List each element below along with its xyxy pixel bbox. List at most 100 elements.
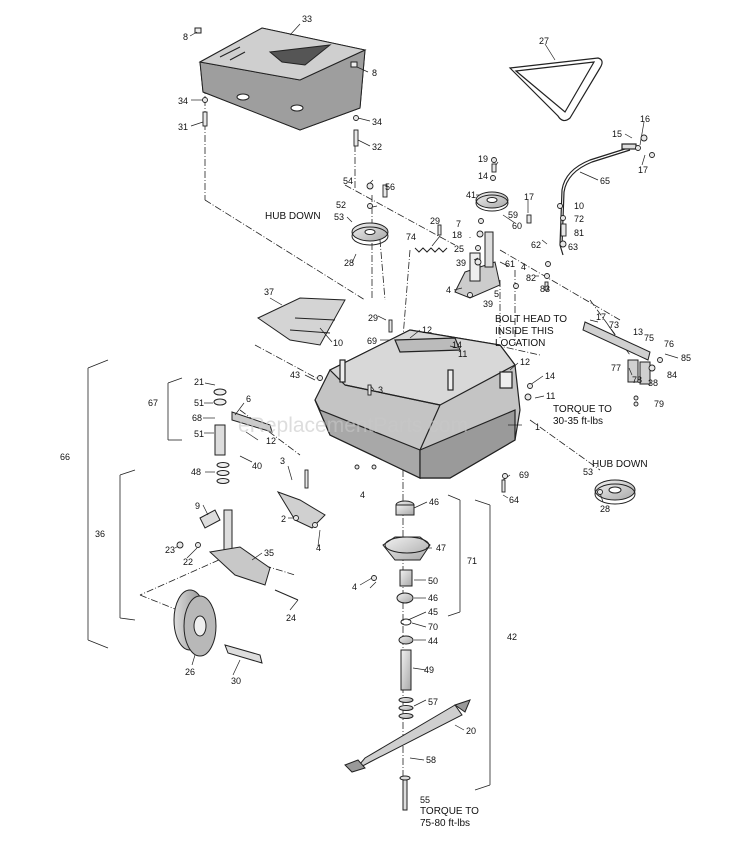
part-label: 54 xyxy=(343,176,353,186)
part-label: 70 xyxy=(428,622,438,632)
linkage-rod xyxy=(559,143,637,256)
part-label: 61 xyxy=(505,259,515,269)
part-label: 45 xyxy=(428,607,438,617)
part-label: 4 xyxy=(352,582,357,592)
part-label: 50 xyxy=(428,576,438,586)
part-label: 16 xyxy=(640,114,650,124)
part-label: 55 xyxy=(420,795,430,805)
part-label: 39 xyxy=(483,299,493,309)
hood-cover xyxy=(194,27,367,131)
part-label: 59 xyxy=(508,210,518,220)
part-label: 3 xyxy=(378,385,383,395)
mower-deck xyxy=(314,329,521,479)
part-label: 6 xyxy=(246,394,251,404)
part-label: 60 xyxy=(512,221,522,231)
part-label: 11 xyxy=(458,349,467,359)
part-label: 36 xyxy=(95,529,105,539)
part-label: 46 xyxy=(429,497,439,507)
part-label: 63 xyxy=(568,242,578,252)
part-label: 4 xyxy=(360,490,365,500)
belt-guard xyxy=(257,297,346,346)
part-label: 8 xyxy=(372,68,377,78)
part-label: 57 xyxy=(428,697,438,707)
part-label: 29 xyxy=(368,313,378,323)
torque-note-30-line1: TORQUE TO xyxy=(553,404,612,415)
part-label: 12 xyxy=(422,325,432,335)
part-label: 68 xyxy=(192,413,202,423)
part-label: 72 xyxy=(574,214,584,224)
blade-bolt xyxy=(399,775,411,811)
part-label: 51 xyxy=(194,429,204,439)
part-label: 4 xyxy=(316,543,321,553)
pulley-41 xyxy=(475,191,509,212)
part-label: 10 xyxy=(333,338,343,348)
part-label: 13 xyxy=(633,327,643,337)
part-label: 52 xyxy=(336,200,346,210)
pulley-53-top xyxy=(351,222,389,246)
part-label: 1 xyxy=(535,422,540,432)
bolt-head-note-line2: INSIDE THIS xyxy=(495,326,554,337)
part-label: 47 xyxy=(436,543,446,553)
part-label: 12 xyxy=(266,436,276,446)
part-label: 11 xyxy=(546,391,555,401)
part-label: 12 xyxy=(520,357,530,367)
part-label: 21 xyxy=(194,377,204,387)
side-bracket xyxy=(276,491,326,529)
part-label: 69 xyxy=(367,336,377,346)
part-label: 48 xyxy=(191,467,201,477)
part-label: 23 xyxy=(165,545,175,555)
part-label: 14 xyxy=(545,371,555,381)
watermark-text: eReplacementParts.com xyxy=(238,414,468,437)
cutting-blade xyxy=(344,699,471,773)
part-label: 74 xyxy=(406,232,416,242)
torque-note-75-line1: TORQUE TO xyxy=(420,806,479,817)
part-label: 2 xyxy=(281,514,286,524)
part-label: 17 xyxy=(524,192,534,202)
bolt-head-note-line3: LOCATION xyxy=(495,338,545,349)
part-label: 85 xyxy=(681,353,691,363)
hub-down-note-right: HUB DOWN xyxy=(592,459,648,470)
part-label: 76 xyxy=(664,339,674,349)
part-label: 20 xyxy=(466,726,476,736)
part-label: 51 xyxy=(194,398,204,408)
part-label: 27 xyxy=(539,36,549,46)
part-label: 53 xyxy=(583,467,593,477)
part-label: 8 xyxy=(183,32,188,42)
part-label: 82 xyxy=(526,273,536,283)
part-label: 67 xyxy=(148,398,158,408)
part-label: 56 xyxy=(385,182,395,192)
lift-bracket xyxy=(582,321,651,385)
part-label: 10 xyxy=(574,201,584,211)
part-label: 39 xyxy=(456,258,466,268)
spring-74 xyxy=(414,247,448,253)
part-label: 35 xyxy=(264,548,274,558)
part-label: 3 xyxy=(280,456,285,466)
part-label: 64 xyxy=(509,495,519,505)
part-label: 29 xyxy=(430,216,440,226)
part-label: 58 xyxy=(426,755,436,765)
hardware xyxy=(176,97,663,581)
part-label: 42 xyxy=(507,632,517,642)
part-label: 4 xyxy=(446,285,451,295)
part-label: 69 xyxy=(519,470,529,480)
part-label: 66 xyxy=(60,452,70,462)
part-label: 30 xyxy=(231,676,241,686)
part-label: 37 xyxy=(264,287,274,297)
part-label: 17 xyxy=(638,165,648,175)
part-label: 14 xyxy=(478,171,488,181)
part-label: 71 xyxy=(467,556,477,566)
part-label: 75 xyxy=(644,333,654,343)
part-label: 49 xyxy=(424,665,434,675)
part-label: 28 xyxy=(600,504,610,514)
part-label: 38 xyxy=(648,378,658,388)
part-label: 53 xyxy=(334,212,344,222)
part-label: 5 xyxy=(494,289,499,299)
part-label: 32 xyxy=(372,142,382,152)
part-label: 14 xyxy=(452,340,462,350)
bolt-head-note-line1: BOLT HEAD TO xyxy=(495,314,567,325)
part-label: 79 xyxy=(654,399,664,409)
part-label: 65 xyxy=(600,176,610,186)
part-label: 15 xyxy=(612,129,622,139)
torque-note-75-line2: 75-80 ft-lbs xyxy=(420,818,470,829)
